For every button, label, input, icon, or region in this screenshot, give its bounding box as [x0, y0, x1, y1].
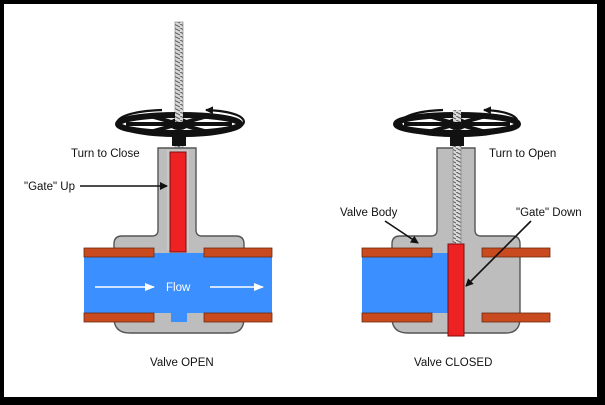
valve-closed-group: Turn to Open Valve Body "Gate" Down Valv… — [340, 106, 582, 369]
handwheel-icon — [115, 106, 245, 146]
turn-to-open-label: Turn to Open — [489, 148, 556, 160]
gate-up-label: "Gate" Up — [24, 181, 75, 193]
valve-open-caption: Valve OPEN — [150, 357, 214, 369]
valve-open-group: Flow Turn to Close "Gate" Up Valve OPEN — [24, 21, 273, 369]
turn-to-close-label: Turn to Close — [71, 148, 140, 160]
gate-lowered — [447, 243, 465, 337]
handwheel-icon — [393, 106, 521, 146]
gate-down-label: "Gate" Down — [516, 207, 582, 219]
diagram-background — [4, 4, 597, 397]
gate-raised — [169, 151, 187, 253]
pipe-wall — [83, 247, 155, 258]
flow-channel — [84, 253, 272, 313]
blocked-fluid — [362, 253, 448, 313]
pipe-wall — [481, 312, 551, 323]
pipe-wall — [361, 312, 433, 323]
pipe-wall — [361, 247, 433, 258]
gate-down-pointer — [465, 220, 532, 287]
flow-label: Flow — [166, 282, 191, 294]
valve-closed-caption: Valve CLOSED — [414, 357, 492, 369]
pipe-wall — [203, 247, 273, 258]
pipe-wall — [83, 312, 155, 323]
pipe-wall — [203, 312, 273, 323]
valve-body-label: Valve Body — [340, 207, 398, 219]
pipe-wall — [481, 247, 551, 258]
valve-body-pointer — [384, 220, 419, 244]
flow-drop — [171, 305, 187, 322]
